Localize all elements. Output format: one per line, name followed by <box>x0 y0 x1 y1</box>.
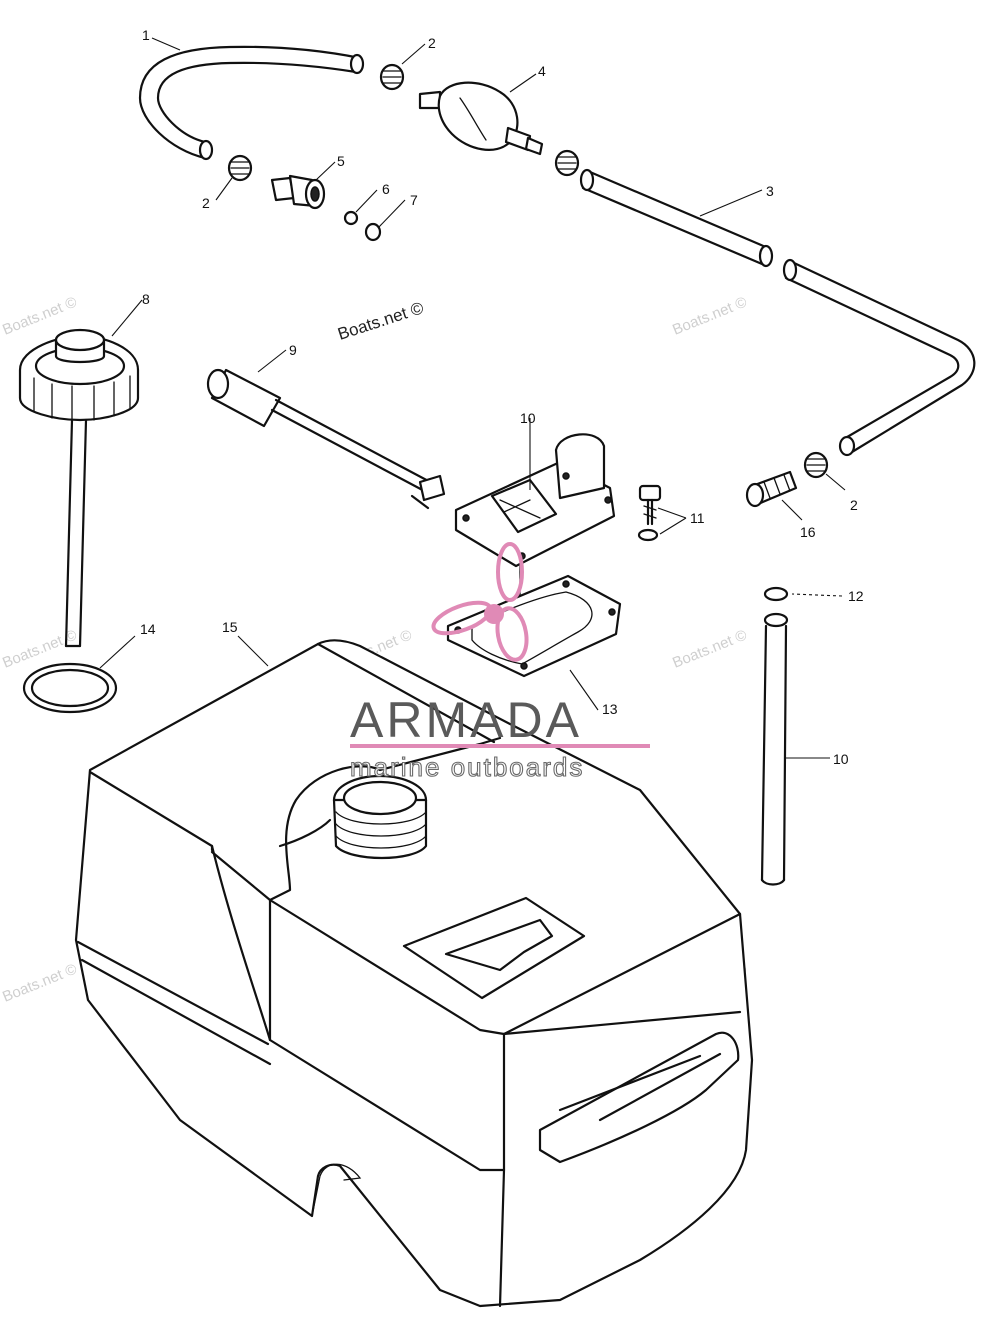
watermark-text: Boats.net © <box>0 960 79 1005</box>
brand-name: ARMADA <box>350 692 582 748</box>
part-2-clamp-b <box>227 154 253 182</box>
armada-logo: ARMADA marine outboards <box>349 542 650 783</box>
part-14-gasket <box>22 662 118 714</box>
part-11-screw <box>637 484 662 542</box>
callout-15: 15 <box>222 619 238 635</box>
callout-16: 16 <box>800 524 816 540</box>
callout-8: 8 <box>142 291 150 307</box>
part-15-fuel-tank <box>74 639 754 1308</box>
callout-labels: 1 2 2 2 3 4 5 6 7 8 9 10 10 11 12 13 14 … <box>140 27 864 767</box>
callout-6: 6 <box>382 181 390 197</box>
brand-tagline: marine outboards <box>350 752 584 782</box>
callout-2: 2 <box>428 35 436 51</box>
callout-9: 9 <box>289 342 297 358</box>
part-2-clamp-a <box>379 63 405 91</box>
watermark-text: Boats.net © <box>670 293 749 338</box>
part-5-connector <box>270 174 326 210</box>
part-4-primer-bulb <box>418 81 544 156</box>
callout-7: 7 <box>410 192 418 208</box>
part-10-pickup-tube <box>760 612 789 886</box>
part-2-clamp-d <box>803 451 829 479</box>
callout-10: 10 <box>520 410 536 426</box>
callout-2: 2 <box>202 195 210 211</box>
part-3-fuel-hose <box>579 168 976 457</box>
callout-3: 3 <box>766 183 774 199</box>
watermark-text: Boats.net © <box>335 298 426 344</box>
propeller-logo-icon <box>431 542 529 662</box>
part-1-fuel-hose <box>138 45 365 161</box>
part-6-o-ring <box>343 210 359 226</box>
callout-11: 11 <box>690 510 705 526</box>
part-2-clamp-c <box>554 149 580 177</box>
part-7-o-ring <box>364 222 382 242</box>
part-16-fitting <box>745 470 798 508</box>
part-12-o-ring <box>763 586 789 602</box>
part-9-float <box>206 368 446 510</box>
callout-1: 1 <box>142 27 150 43</box>
callout-14: 14 <box>140 621 156 637</box>
part-13-gasket <box>446 574 622 678</box>
part-8-fuel-cap <box>18 328 140 648</box>
callout-10: 10 <box>833 751 849 767</box>
callout-12: 12 <box>848 588 864 604</box>
watermark-text: Boats.net © <box>670 626 749 671</box>
callout-4: 4 <box>538 63 546 79</box>
callout-5: 5 <box>337 153 345 169</box>
part-10-pickup-assembly <box>454 433 616 601</box>
brand-divider <box>350 744 650 748</box>
leader-lines <box>99 37 846 759</box>
callout-2: 2 <box>850 497 858 513</box>
callout-13: 13 <box>602 701 618 717</box>
